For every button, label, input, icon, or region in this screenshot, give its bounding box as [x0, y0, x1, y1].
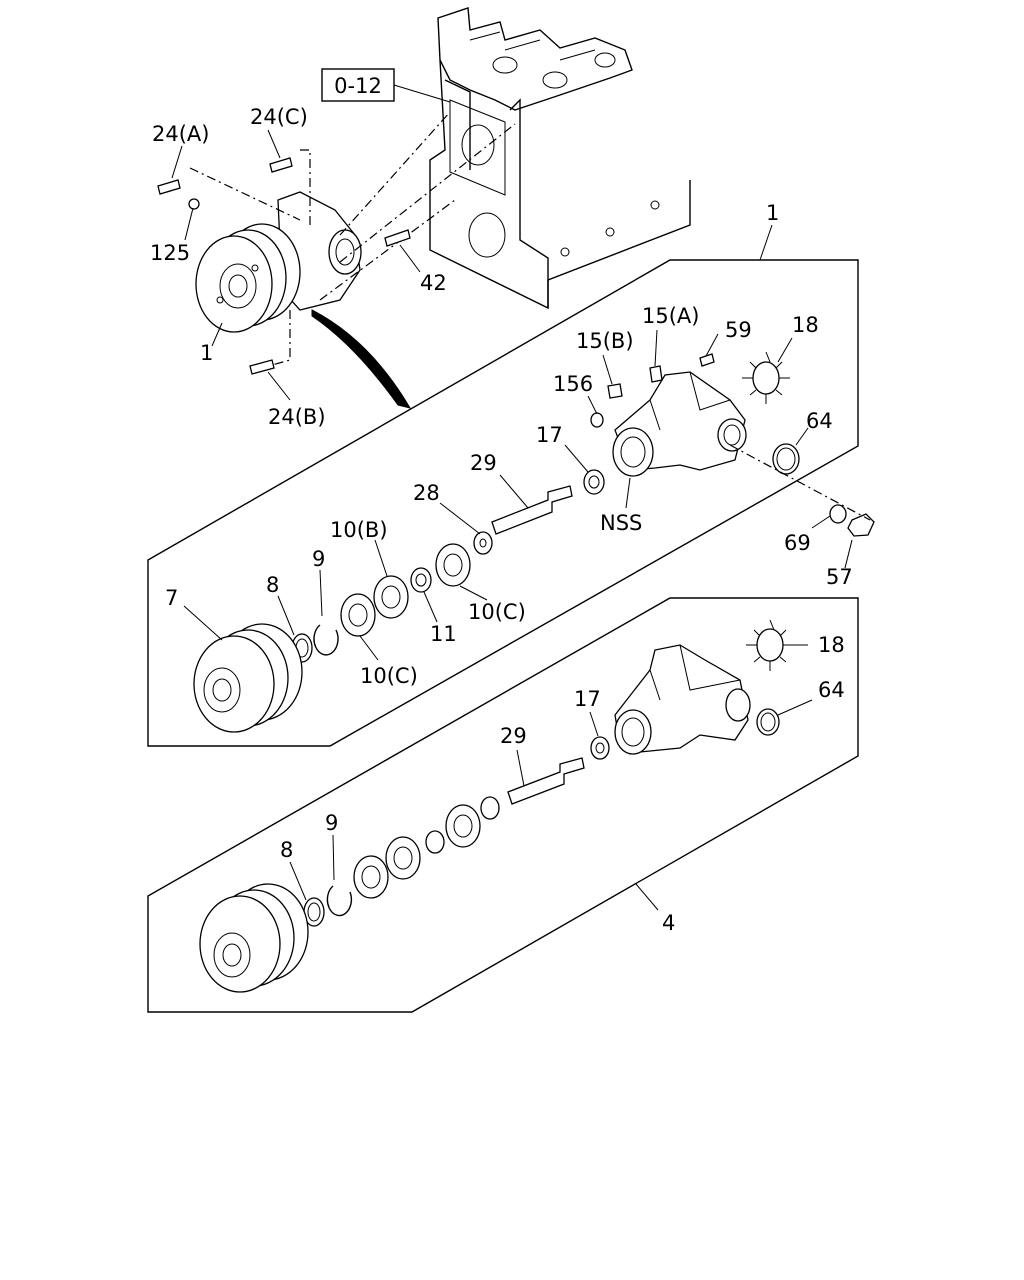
label-24A: 24(A): [152, 122, 209, 146]
label-9-b: 9: [325, 811, 338, 835]
part-labels: 24(A) 24(C) 125 42 1 24(B) 1 15(A) 15(B)…: [150, 105, 853, 935]
label-nss: NSS: [600, 511, 642, 535]
label-15B: 15(B): [576, 329, 634, 353]
label-29-b: 29: [500, 724, 527, 748]
label-18-a: 18: [792, 313, 819, 337]
label-69: 69: [784, 531, 811, 555]
assembled-pump-drawing: [157, 111, 516, 375]
label-15A: 15(A): [642, 304, 699, 328]
label-8-b: 8: [280, 838, 293, 862]
label-7: 7: [165, 586, 178, 610]
label-156: 156: [553, 372, 593, 396]
label-4: 4: [662, 911, 675, 935]
panel-1-frame: [147, 259, 859, 747]
panel-4-frame: [147, 597, 859, 1013]
label-1-assembly: 1: [200, 341, 213, 365]
label-42: 42: [420, 271, 447, 295]
engine-block-drawing: [429, 7, 691, 310]
label-10B: 10(B): [330, 518, 388, 542]
label-57: 57: [826, 565, 853, 589]
label-28: 28: [413, 481, 440, 505]
impeller-18-a: [742, 351, 790, 404]
label-24B: 24(B): [268, 405, 326, 429]
panel-1-parts: [193, 351, 875, 733]
reference-box-label: 0-12: [334, 74, 382, 98]
label-11: 11: [430, 622, 457, 646]
label-10C-b: 10(C): [360, 664, 418, 688]
label-18-b: 18: [818, 633, 845, 657]
label-9-a: 9: [312, 547, 325, 571]
impeller-18-b: [746, 619, 794, 671]
explode-arrow: [311, 309, 412, 409]
panel-4-parts: [199, 619, 794, 993]
label-10C-a: 10(C): [468, 600, 526, 624]
label-1-panel: 1: [766, 201, 779, 225]
label-17-a: 17: [536, 423, 563, 447]
label-24C: 24(C): [250, 105, 308, 129]
label-8-a: 8: [266, 573, 279, 597]
label-125: 125: [150, 241, 190, 265]
label-29-a: 29: [470, 451, 497, 475]
label-59: 59: [725, 318, 752, 342]
label-64-a: 64: [806, 409, 833, 433]
label-64-b: 64: [818, 678, 845, 702]
label-17-b: 17: [574, 687, 601, 711]
